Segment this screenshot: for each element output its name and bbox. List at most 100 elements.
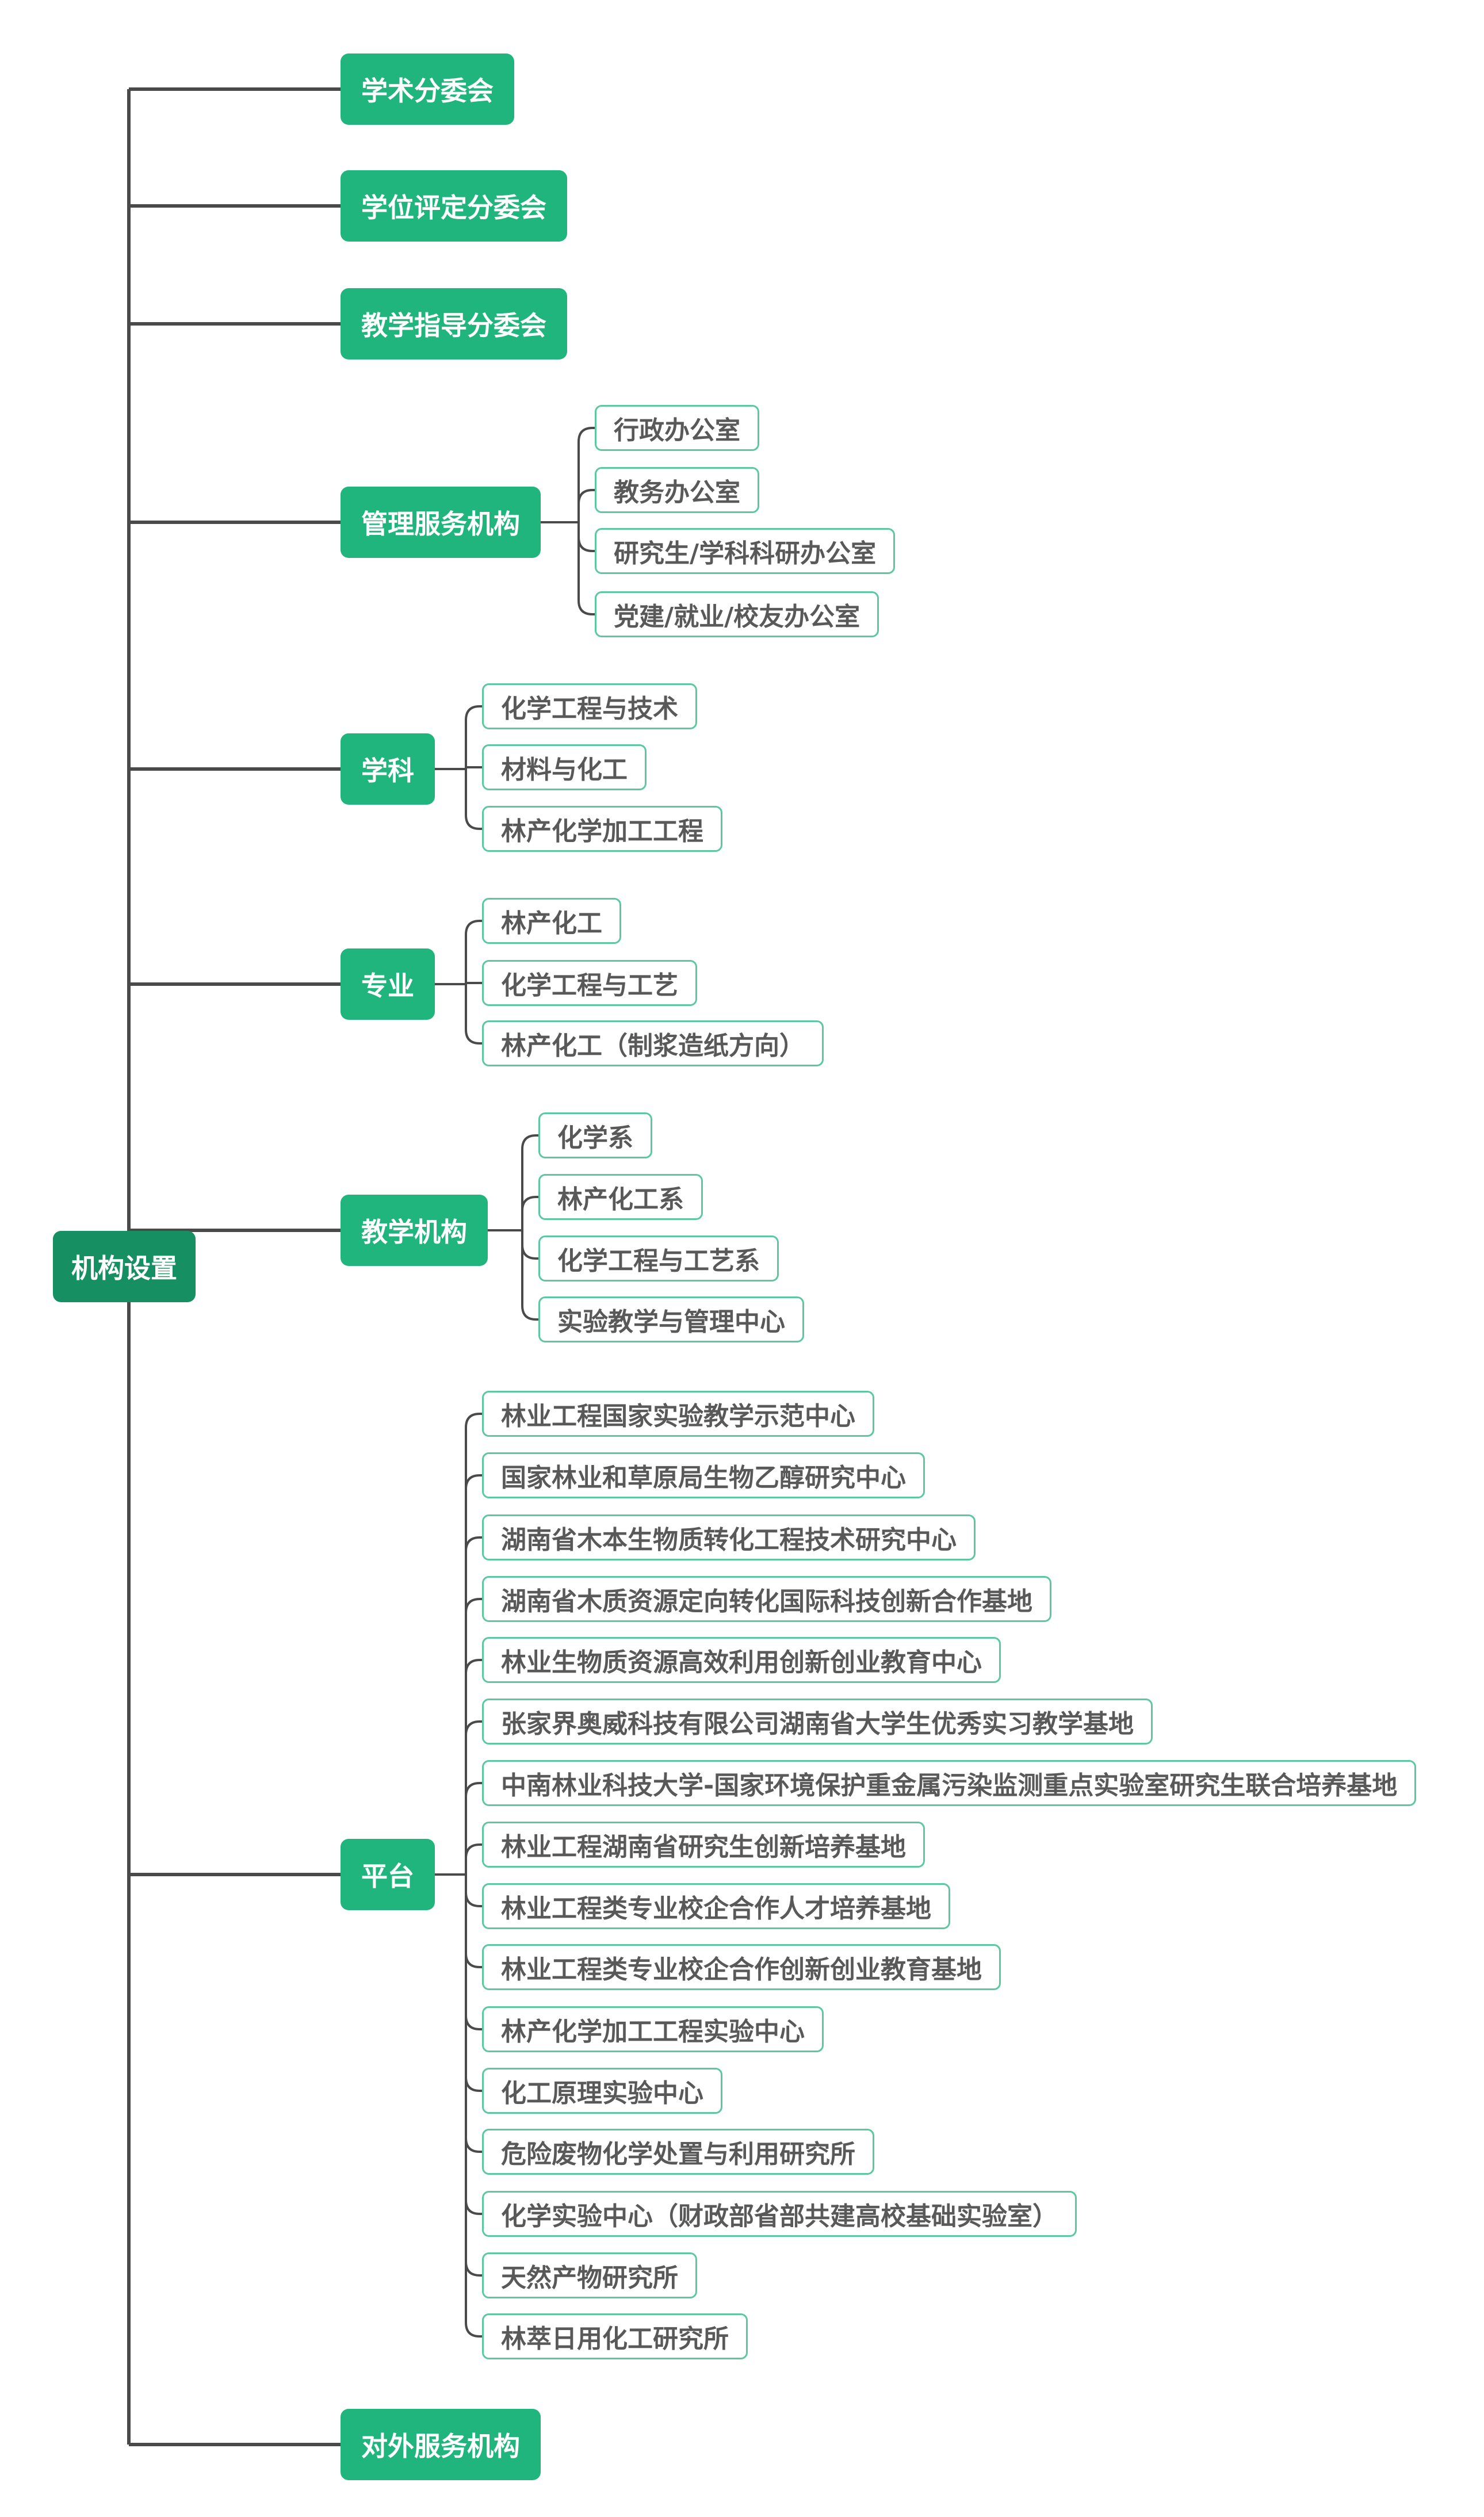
leaf-node: 化学系 <box>538 1112 652 1158</box>
branch-label: 学术分委会 <box>361 75 494 106</box>
child-connector <box>465 1843 482 1859</box>
leaf-label: 化学工程与工艺 <box>501 971 678 1000</box>
leaf-node: 林萃日用化工研究所 <box>482 2313 748 2359</box>
leaf-node: 林产化学加工工程 <box>482 806 722 852</box>
child-connector <box>465 2261 482 2277</box>
leaf-node: 林业工程国家实验教学示范中心 <box>482 1391 874 1437</box>
leaf-node: 林产化工 <box>482 898 621 944</box>
leaf-node: 化工原理实验中心 <box>482 2068 722 2114</box>
leaf-label: 化学系 <box>557 1123 633 1153</box>
leaf-node: 张家界奥威科技有限公司湖南省大学生优秀实习教学基地 <box>482 1699 1153 1745</box>
leaf-label: 林产化学加工工程 <box>501 817 703 846</box>
branch-node: 学位评定分委会 <box>341 170 567 242</box>
leaf-label: 湖南省木本生物质转化工程技术研究中心 <box>501 1525 957 1555</box>
leaf-node: 湖南省木质资源定向转化国际科技创新合作基地 <box>482 1576 1051 1622</box>
leaf-node: 林业生物质资源高效利用创新创业教育中心 <box>482 1637 1001 1683</box>
child-connector <box>521 1196 538 1211</box>
leaf-label: 行政办公室 <box>614 416 740 445</box>
leaf-node: 研究生/学科科研办公室 <box>595 528 896 574</box>
branch-label: 学科 <box>361 755 414 786</box>
child-connector <box>577 537 595 552</box>
child-connector <box>465 1782 482 1797</box>
leaf-node: 材料与化工 <box>482 744 647 790</box>
child-connector <box>465 2199 482 2215</box>
leaf-label: 化学实验中心（财政部省部共建高校基础实验室） <box>501 2202 1058 2231</box>
leaf-label: 天然产物研究所 <box>501 2263 678 2293</box>
leaf-label: 研究生/学科科研办公室 <box>614 539 877 568</box>
leaf-label: 林业工程湖南省研究生创新培养基地 <box>501 1833 906 1862</box>
child-connector <box>577 427 595 442</box>
branch-label: 平台 <box>361 1861 414 1892</box>
child-connector <box>465 1953 482 1968</box>
child-connector <box>521 1244 538 1260</box>
child-connector <box>465 1536 482 1552</box>
child-connector <box>465 1598 482 1613</box>
leaf-label: 林产化学加工工程实验中心 <box>501 2017 805 2047</box>
leaf-node: 行政办公室 <box>595 405 759 451</box>
leaf-label: 林产化工 <box>501 909 602 938</box>
leaf-label: 化工原理实验中心 <box>501 2079 703 2108</box>
branch-label: 教学机构 <box>361 1217 467 1248</box>
branch-node: 管理服务机构 <box>341 487 541 558</box>
leaf-node: 危险废物化学处置与利用研究所 <box>482 2129 874 2175</box>
root-label: 机构设置 <box>71 1253 177 1284</box>
child-connector <box>465 2137 482 2153</box>
leaf-node: 林产化工（制浆造纸方向） <box>482 1020 824 1066</box>
branch-node: 教学机构 <box>341 1195 488 1266</box>
child-connector <box>465 2015 482 2030</box>
branch-node: 对外服务机构 <box>341 2409 541 2480</box>
leaf-label: 张家界奥威科技有限公司湖南省大学生优秀实习教学基地 <box>501 1709 1134 1739</box>
child-connector <box>465 814 482 830</box>
child-connector <box>465 920 482 935</box>
leaf-node: 中南林业科技大学-国家环境保护重金属污染监测重点实验室研究生联合培养基地 <box>482 1760 1417 1806</box>
child-connector <box>465 1413 482 1428</box>
leaf-node: 林业工程湖南省研究生创新培养基地 <box>482 1822 925 1868</box>
leaf-label: 林业工程类专业校企合作创新创业教育基地 <box>501 1955 982 1984</box>
leaf-label: 林业工程国家实验教学示范中心 <box>501 1402 855 1431</box>
branch-node: 教学指导分委会 <box>341 288 567 359</box>
child-connector <box>465 2322 482 2338</box>
leaf-label: 材料与化工 <box>501 755 628 785</box>
leaf-label: 湖南省木质资源定向转化国际科技创新合作基地 <box>501 1587 1032 1616</box>
root-node: 机构设置 <box>53 1231 196 1302</box>
leaf-node: 教务办公室 <box>595 467 759 513</box>
leaf-node: 实验教学与管理中心 <box>538 1296 804 1342</box>
child-connector <box>465 705 482 721</box>
leaf-label: 党建/就业/校友办公室 <box>614 602 860 632</box>
child-connector <box>577 600 595 615</box>
branch-label: 管理服务机构 <box>361 508 520 540</box>
child-connector <box>465 2076 482 2092</box>
branch-node: 平台 <box>341 1839 435 1910</box>
leaf-node: 党建/就业/校友办公室 <box>595 591 879 637</box>
leaf-label: 中南林业科技大学-国家环境保护重金属污染监测重点实验室研究生联合培养基地 <box>501 1771 1398 1800</box>
branch-node: 学术分委会 <box>341 53 514 125</box>
leaf-node: 化学实验中心（财政部省部共建高校基础实验室） <box>482 2191 1077 2237</box>
leaf-label: 林业工程类专业校企合作人才培养基地 <box>501 1894 931 1923</box>
leaf-node: 国家林业和草原局生物乙醇研究中心 <box>482 1452 925 1498</box>
leaf-label: 林业生物质资源高效利用创新创业教育中心 <box>501 1648 982 1677</box>
leaf-node: 林产化学加工工程实验中心 <box>482 2006 824 2052</box>
child-connector <box>521 1134 538 1150</box>
leaf-node: 林产化工系 <box>538 1174 703 1220</box>
branch-label: 专业 <box>361 970 414 1001</box>
child-connector <box>465 1029 482 1045</box>
leaf-label: 教务办公室 <box>614 478 740 507</box>
leaf-node: 林业工程类专业校企合作创新创业教育基地 <box>482 1944 1001 1990</box>
leaf-node: 湖南省木本生物质转化工程技术研究中心 <box>482 1514 976 1560</box>
leaf-label: 化学工程与工艺系 <box>557 1246 760 1276</box>
leaf-label: 危险废物化学处置与利用研究所 <box>501 2140 855 2169</box>
child-connector <box>465 1659 482 1674</box>
child-connector <box>465 1720 482 1736</box>
child-connector <box>465 1474 482 1490</box>
leaf-label: 实验教学与管理中心 <box>557 1307 785 1337</box>
branch-label: 教学指导分委会 <box>361 310 546 341</box>
leaf-label: 林萃日用化工研究所 <box>501 2324 729 2354</box>
leaf-label: 林产化工（制浆造纸方向） <box>501 1031 805 1061</box>
branch-label: 学位评定分委会 <box>361 192 546 223</box>
branch-node: 学科 <box>341 733 435 805</box>
child-connector <box>465 1892 482 1907</box>
leaf-node: 化学工程与工艺 <box>482 960 697 1006</box>
branch-label: 对外服务机构 <box>361 2431 520 2462</box>
leaf-label: 国家林业和草原局生物乙醇研究中心 <box>501 1463 906 1493</box>
